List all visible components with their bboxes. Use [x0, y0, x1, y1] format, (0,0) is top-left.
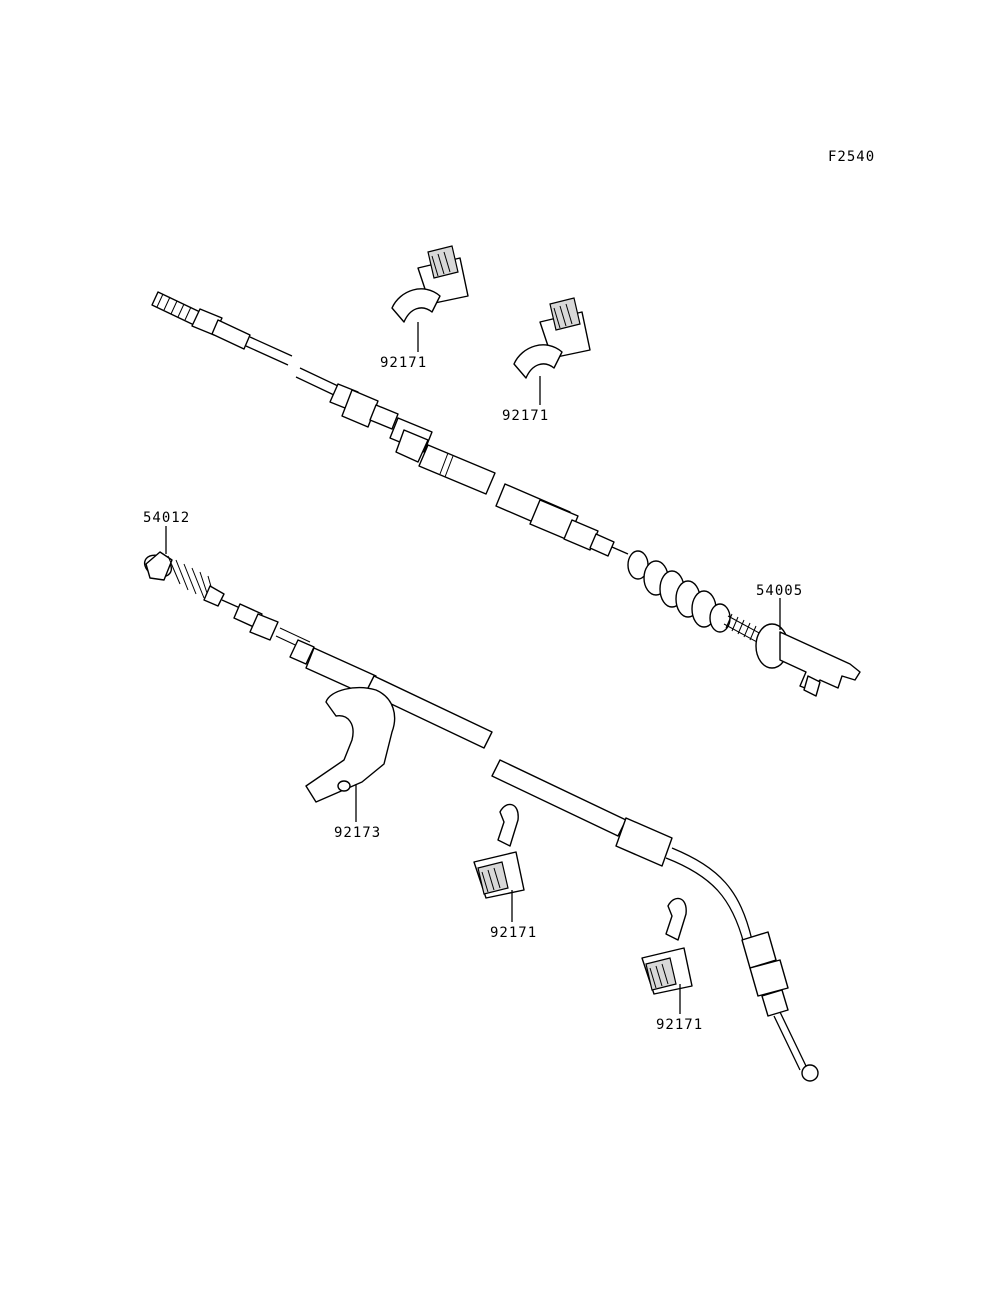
clamp-92171-upper-left [391, 245, 469, 323]
callout-54005: 54005 [756, 583, 803, 630]
lower-cable-adjuster [233, 603, 315, 665]
callout-number: 92173 [334, 825, 381, 841]
upper-cable-wire-2 [295, 367, 339, 396]
clamp-92171-lower-left [473, 803, 525, 899]
lower-cable-spring [143, 551, 241, 609]
lower-cable-bend [665, 847, 753, 945]
callout-number: 92171 [380, 355, 427, 371]
upper-cable-lever-end [723, 613, 861, 697]
callout-number: 54005 [756, 583, 803, 599]
upper-cable-boot [627, 550, 731, 633]
callout-92171-4: 92171 [656, 984, 703, 1033]
callout-number: 92171 [656, 1017, 703, 1033]
upper-cable-threaded-end [151, 291, 251, 350]
callout-54012: 54012 [143, 510, 190, 554]
callout-number: 54012 [143, 510, 190, 526]
upper-cable-housing-1 [418, 444, 496, 495]
lower-cable-sleeve [615, 817, 673, 867]
figure-code: F2540 [828, 149, 875, 165]
clamp-92173 [305, 686, 396, 803]
callout-92171-2: 92171 [502, 376, 549, 424]
callout-92173: 92173 [334, 784, 381, 841]
lower-cable [143, 551, 819, 1082]
lower-cable-housing-3 [491, 759, 627, 837]
lower-cable-housing-2 [365, 675, 493, 749]
clamp-92171-lower-right [641, 897, 693, 995]
upper-cable-adjuster [329, 383, 433, 463]
upper-cable-wire-1 [245, 336, 293, 366]
callout-number: 92171 [502, 408, 549, 424]
callout-number: 92171 [490, 925, 537, 941]
callout-92171-3: 92171 [490, 890, 537, 941]
callout-92171-1: 92171 [380, 322, 427, 371]
clamp-92171-upper-right [513, 297, 591, 379]
lower-cable-end-fitting [741, 931, 819, 1082]
upper-cable [151, 291, 861, 697]
